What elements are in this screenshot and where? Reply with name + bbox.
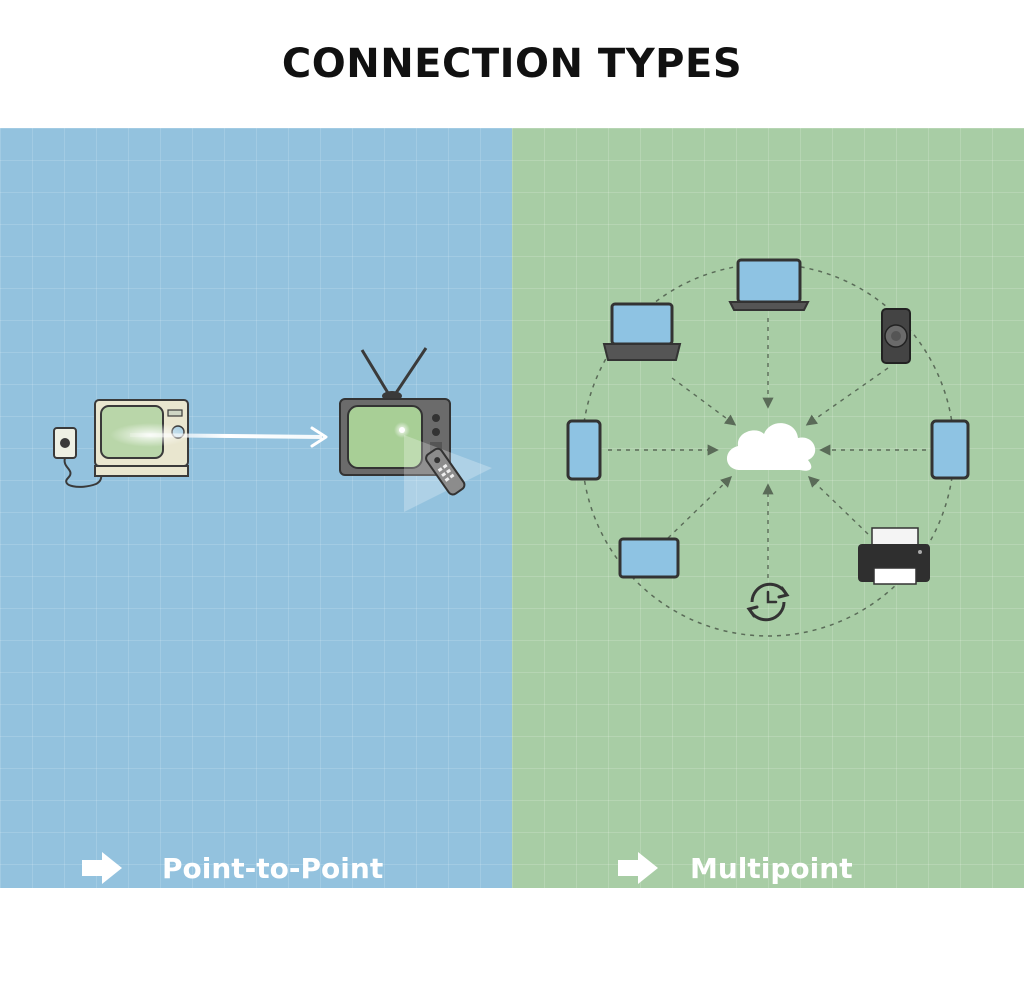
description-line: remote–TV. bbox=[196, 975, 314, 999]
connection-lines bbox=[608, 318, 926, 578]
tablet-icon bbox=[618, 537, 680, 579]
tablet-icon bbox=[930, 419, 970, 480]
tv-icon bbox=[339, 347, 492, 512]
multipoint-panel: Multipoint Link shared among many device… bbox=[512, 128, 1024, 978]
point-to-point-illustration bbox=[53, 347, 492, 512]
description-line: Link shared among many bbox=[633, 913, 901, 937]
laptop-icon bbox=[728, 258, 810, 311]
smartphone-icon bbox=[881, 308, 911, 364]
arrow-right-icon bbox=[618, 852, 658, 884]
cursor-dot bbox=[624, 956, 646, 978]
smartphone-icon bbox=[566, 419, 602, 481]
point-to-point-heading: Point-to-Point bbox=[162, 851, 384, 885]
remote-icon bbox=[425, 447, 466, 496]
multipoint-heading: Multipoint bbox=[690, 851, 853, 885]
description-line: Direct link between 2 devices bbox=[99, 913, 411, 937]
signal-beam bbox=[110, 423, 328, 448]
printer-icon bbox=[858, 527, 930, 585]
cloud-icon bbox=[726, 423, 816, 471]
point-to-point-panel: Point-to-Point Direct link between 2 dev… bbox=[0, 128, 512, 999]
multipoint-description: Link shared among many devices (space or… bbox=[552, 910, 982, 972]
laptop-icon bbox=[602, 302, 682, 361]
time-sync-icon bbox=[746, 582, 790, 622]
page-title: CONNECTION TYPES bbox=[281, 41, 743, 87]
multipoint-illustration bbox=[566, 258, 970, 637]
arrow-right-icon bbox=[82, 852, 122, 884]
description-line: (e.g.), computer via telephone line, bbox=[69, 944, 441, 968]
description-line: devices (space or time shared) bbox=[604, 944, 930, 968]
point-to-point-description: Direct link between 2 devices (e.g.), co… bbox=[40, 910, 470, 1003]
